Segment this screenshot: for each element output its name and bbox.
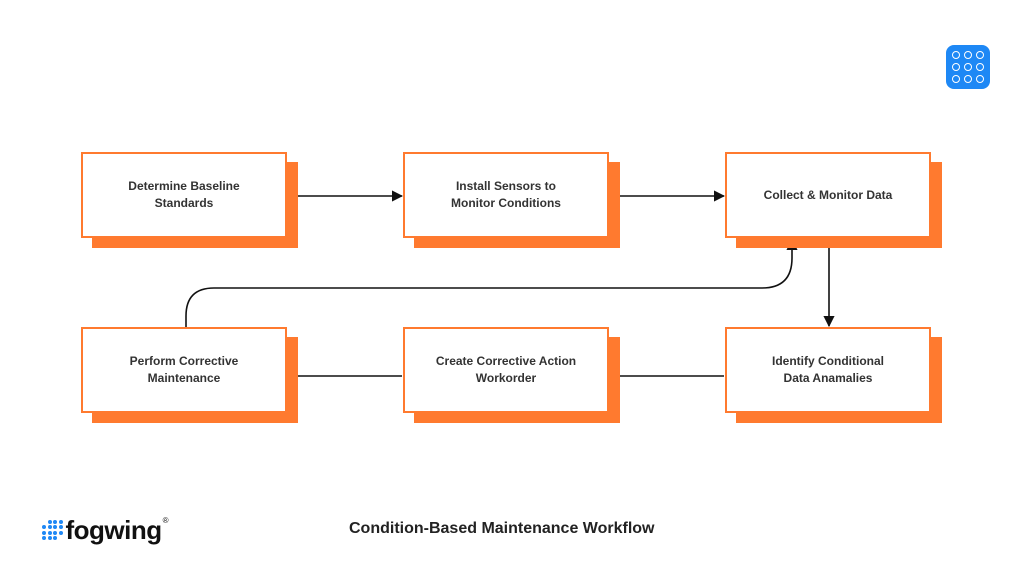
dot [952, 63, 960, 71]
node-baseline: Determine Baseline Standards [81, 152, 287, 238]
dot [976, 51, 984, 59]
node-workorder-label: Create Corrective Action Workorder [435, 354, 577, 385]
node-baseline-label: Determine Baseline Standards [128, 179, 240, 210]
node-identify: Identify Conditional Data Anamalies [725, 327, 931, 413]
node-perform-label: Perform Corrective Maintenance [129, 354, 239, 385]
node-workorder: Create Corrective Action Workorder [403, 327, 609, 413]
registered-mark: ® [162, 516, 169, 525]
node-collect: Collect & Monitor Data [725, 152, 931, 238]
dot [952, 75, 960, 83]
dot [976, 75, 984, 83]
brand-name: fogwing [65, 515, 163, 545]
dot [964, 63, 972, 71]
node-identify-label: Identify Conditional Data Anamalies [772, 354, 884, 385]
node-perform: Perform Corrective Maintenance [81, 327, 287, 413]
edge-perform-collect [185, 238, 798, 327]
dots-grid-icon [946, 45, 990, 89]
node-collect-label: Collect & Monitor Data [763, 187, 893, 202]
dot [976, 63, 984, 71]
node-sensors-label: Install Sensors to Monitor Conditions [451, 179, 561, 210]
node-sensors: Install Sensors to Monitor Conditions [403, 152, 609, 238]
dot [964, 75, 972, 83]
dot [964, 51, 972, 59]
dot [952, 51, 960, 59]
diagram-title: Condition-Based Maintenance Workflow [349, 520, 655, 537]
brand-logo: fogwing ® [42, 514, 169, 546]
fogwing-dots-logo-icon [42, 519, 63, 541]
